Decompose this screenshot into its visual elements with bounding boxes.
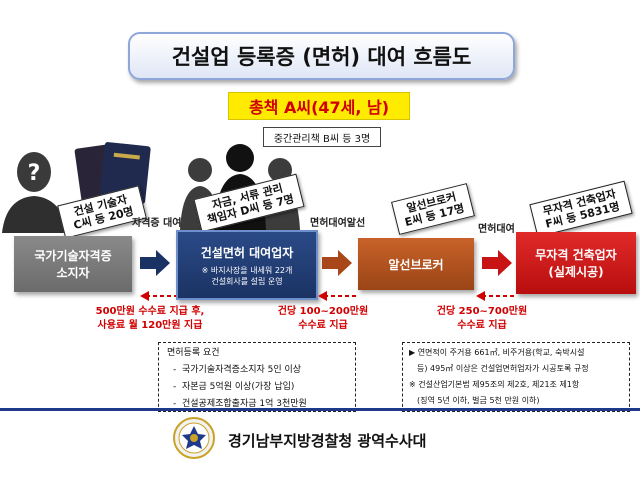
money-to-lender: 건당 100~200만원 수수료 지급 — [258, 305, 388, 333]
node-line: (실제시공) — [548, 265, 604, 279]
requirements-heading: 면허등록 요건 — [167, 348, 220, 358]
requirement-item: - 자본금 5억원 이상(가장 납입) — [173, 382, 295, 392]
money-line: 사용료 월 120만원 지급 — [97, 320, 203, 331]
requirement-item: - 국가기술자격증소지자 5인 이상 — [173, 365, 302, 375]
node-note-line: 건설회사를 설립 운영 — [211, 276, 283, 286]
tag-builders: 무자격 건축업자 F씨 등 5831명 — [529, 180, 633, 238]
money-to-broker: 건당 250~700만원 수수료 지급 — [412, 305, 552, 333]
node-title: 건설면허 대여업자 — [200, 245, 294, 260]
money-line: 수수료 지급 — [298, 320, 348, 331]
license-requirements-box: 면허등록 요건 - 국가기술자격증소지자 5인 이상 - 자본금 5억원 이상(… — [158, 342, 356, 412]
boss-badge: 총책 A씨(47세, 남) — [228, 92, 410, 120]
law-note-line: 등) 495㎡ 이상은 건설업면허업자가 시공토록 규정 — [417, 364, 589, 373]
arrow-right-icon — [322, 250, 352, 280]
node-license-lender: 건설면허 대여업자 ※ 바지사장을 내세워 22개 건설회사를 설립 운영 — [176, 230, 318, 300]
node-line: 소지자 — [56, 266, 90, 280]
node-cert-holders: 국가기술자격증 소지자 — [14, 236, 132, 292]
requirement-text: 건설공제조합출자금 1억 3천만원 — [181, 399, 307, 409]
flow-label-lend-license: 면허대여 — [478, 224, 515, 235]
node-unlicensed-builder: 무자격 건축업자 (실제시공) — [516, 232, 636, 294]
requirement-text: 국가기술자격증소지자 5인 이상 — [181, 365, 302, 375]
tag-technicians: 건설 기술자 C씨 등 20명 — [57, 185, 147, 239]
requirement-item: - 건설공제조합출자금 1억 3천만원 — [173, 399, 307, 409]
money-to-holders: 500만원 수수료 지급 후, 사용료 월 120만원 지급 — [60, 305, 240, 333]
money-line: 건당 100~200만원 — [277, 306, 369, 317]
footer-divider — [0, 408, 640, 411]
law-note-line: (징역 5년 이하, 벌금 5천 만원 이하) — [417, 396, 540, 405]
page-title: 건설업 등록증 (면허) 대여 흐름도 — [128, 32, 515, 80]
arrow-right-icon — [482, 250, 512, 280]
money-arrow-left-icon — [476, 287, 516, 306]
node-line: 국가기술자격증 — [34, 249, 112, 263]
node-note-line: ※ 바지사장을 내세워 22개 — [201, 265, 293, 275]
arrow-right-icon — [140, 250, 170, 280]
requirement-text: 자본금 5억원 이상(가장 납입) — [181, 382, 295, 392]
law-note-line: ※ 건설산업기본법 제95조의 제2호, 제21조 제1항 — [409, 380, 580, 389]
node-broker: 알선브로커 — [358, 238, 474, 290]
middle-manager-label: 중간관리책 B씨 등 3명 — [263, 127, 381, 147]
law-note-line: ▶ 연면적이 주거용 661㎡, 비주거용(학교, 숙박시설 — [409, 348, 585, 357]
money-line: 수수료 지급 — [457, 320, 507, 331]
flow-label-lend-cert: 자격증 대여 — [132, 218, 182, 229]
tag-brokers: 알선브로커 E씨 등 17명 — [391, 183, 475, 235]
node-title: 알선브로커 — [388, 257, 444, 272]
law-note-box: ▶ 연면적이 주거용 661㎡, 비주거용(학교, 숙박시설 등) 495㎡ 이… — [402, 342, 630, 412]
police-emblem-icon — [172, 416, 216, 468]
person-silhouette-left: ? — [0, 148, 70, 233]
node-line: 무자격 건축업자 — [535, 248, 617, 262]
agency-name: 경기남부지방경찰청 광역수사대 — [228, 432, 427, 450]
money-arrow-left-icon — [318, 287, 358, 306]
flow-label-broker-request: 면허대여알선 — [310, 218, 366, 229]
money-line: 500만원 수수료 지급 후, — [95, 306, 205, 317]
svg-text:?: ? — [28, 161, 41, 186]
money-line: 건당 250~700만원 — [436, 306, 528, 317]
money-arrow-left-icon — [140, 287, 176, 306]
